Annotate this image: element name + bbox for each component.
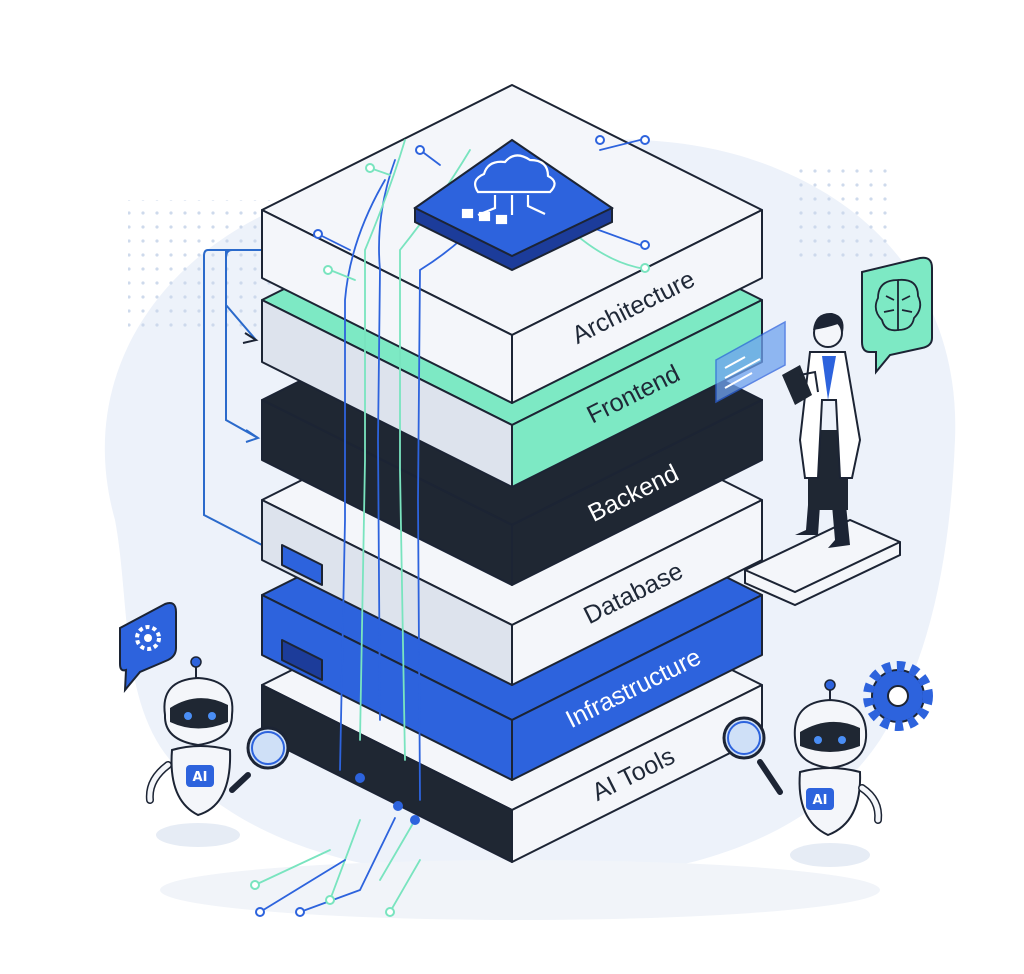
- ai-badge-right-text: AI: [813, 793, 828, 808]
- gear-icon: [135, 625, 161, 651]
- circuit-nodes: [250, 135, 650, 917]
- ground-shadow: [160, 860, 880, 920]
- cloud-icon: [461, 154, 556, 225]
- connector-lines: [203, 249, 263, 546]
- dot-grid-right: [795, 160, 895, 260]
- floating-code-panel: [715, 320, 786, 404]
- layer-database-right-face: [511, 499, 763, 686]
- cloud-chip: [413, 138, 614, 272]
- ai-badge-right: [806, 788, 834, 810]
- magnifier-icon: [722, 716, 783, 795]
- robot-left: AI: [145, 656, 290, 847]
- layer-database-port: [281, 544, 323, 586]
- floating-gear-icon: [863, 661, 933, 731]
- magnifier-icon: [229, 726, 290, 793]
- layer-architecture: Architecture: [261, 84, 763, 404]
- robot-right: AI: [722, 679, 883, 867]
- engineer-figure: [715, 312, 901, 607]
- brain-bubble: [861, 256, 933, 375]
- gear-bubble: [119, 602, 177, 693]
- layer-architecture-right-face: [511, 209, 763, 404]
- layer-infrastructure-port: [281, 639, 323, 681]
- layer-backend-right-face: [511, 399, 763, 586]
- ai-badge-left: [186, 765, 214, 787]
- tech-stack-tower: AI ToolsInfrastructureDatabaseBackendFro…: [261, 84, 763, 863]
- layer-infrastructure-right-face: [511, 594, 763, 781]
- ai-badge-left-text: AI: [193, 770, 208, 785]
- brain-icon: [874, 278, 922, 332]
